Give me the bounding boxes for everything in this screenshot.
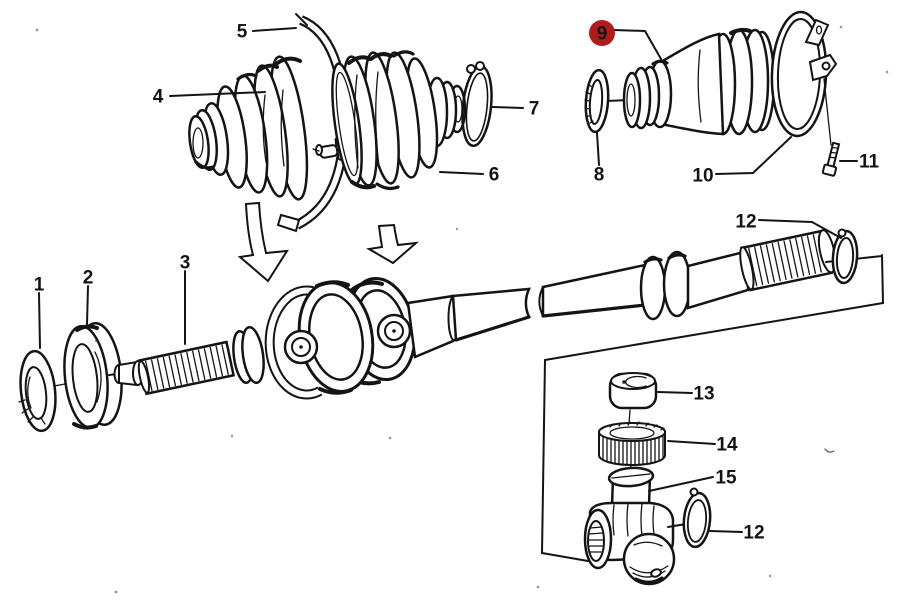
perspective-box bbox=[540, 254, 885, 562]
leader-line-part-14-13 bbox=[667, 440, 716, 445]
part-label-11-10: 11 bbox=[859, 152, 880, 173]
boot-4 bbox=[188, 55, 309, 201]
leader-line-part-6-5 bbox=[439, 171, 484, 175]
leader-line-part-4-3 bbox=[169, 91, 266, 97]
part-label-9-8-highlighted: 9 bbox=[597, 24, 608, 45]
part-label-1-0: 1 bbox=[34, 275, 45, 296]
part-label-13-12: 13 bbox=[693, 384, 714, 405]
leader-line-part-8-7 bbox=[596, 132, 600, 166]
seal-ring-8 bbox=[584, 68, 631, 134]
universal-joint bbox=[264, 276, 461, 400]
part-label-10-9: 10 bbox=[692, 166, 713, 187]
circlip-7 bbox=[461, 61, 493, 148]
leader-line-part-5-4 bbox=[252, 27, 297, 32]
part-label-14-13: 14 bbox=[716, 435, 738, 456]
leader-line-part-15-14 bbox=[648, 476, 714, 492]
part-label-6-5: 6 bbox=[489, 165, 500, 186]
boot-9 bbox=[622, 27, 776, 136]
boot-6 bbox=[331, 50, 467, 191]
part-label-8-7: 8 bbox=[594, 165, 605, 186]
leader-line-part-9-8 bbox=[613, 29, 662, 60]
leader-line-part-7-6 bbox=[491, 106, 524, 109]
seal-ring-1 bbox=[18, 349, 57, 433]
part-label-3-2: 3 bbox=[180, 253, 191, 274]
explode-arrow-right bbox=[366, 223, 420, 265]
part-label-5-4: 5 bbox=[237, 22, 248, 43]
leader-line-part-10-9 bbox=[715, 136, 792, 175]
trunnion-15 bbox=[607, 466, 655, 508]
part-label-15-14: 15 bbox=[715, 468, 737, 489]
snap-ring-12-bottom bbox=[667, 487, 712, 549]
bolt-11 bbox=[821, 141, 841, 177]
leader-line-part-12-11 bbox=[758, 219, 842, 239]
snap-ring-12-top bbox=[825, 228, 883, 285]
explode-arrow-left bbox=[237, 201, 289, 283]
leader-line-part-1-0 bbox=[38, 292, 41, 349]
bushing-cap-13 bbox=[608, 372, 658, 425]
highlight-circle-part-9 bbox=[589, 20, 615, 46]
clamp-ring-10 bbox=[770, 10, 838, 146]
part-label-4-3: 4 bbox=[153, 87, 164, 108]
part-label-12-11: 12 bbox=[735, 212, 756, 233]
leader-line-part-2-1 bbox=[86, 285, 89, 325]
part-label-12-15: 12 bbox=[743, 523, 764, 544]
leader-line-part-13-12 bbox=[657, 391, 693, 394]
needle-bearing-14 bbox=[598, 421, 666, 472]
propeller-shaft bbox=[451, 229, 837, 342]
bearing-ring-2 bbox=[53, 321, 123, 430]
joint-housing bbox=[583, 501, 676, 586]
scan-speckles bbox=[35, 25, 889, 594]
part-label-7-6: 7 bbox=[529, 99, 540, 120]
part-label-2-1: 2 bbox=[83, 268, 94, 289]
leader-line-part-12-15 bbox=[709, 530, 743, 533]
axle-shaft-3 bbox=[108, 325, 265, 396]
